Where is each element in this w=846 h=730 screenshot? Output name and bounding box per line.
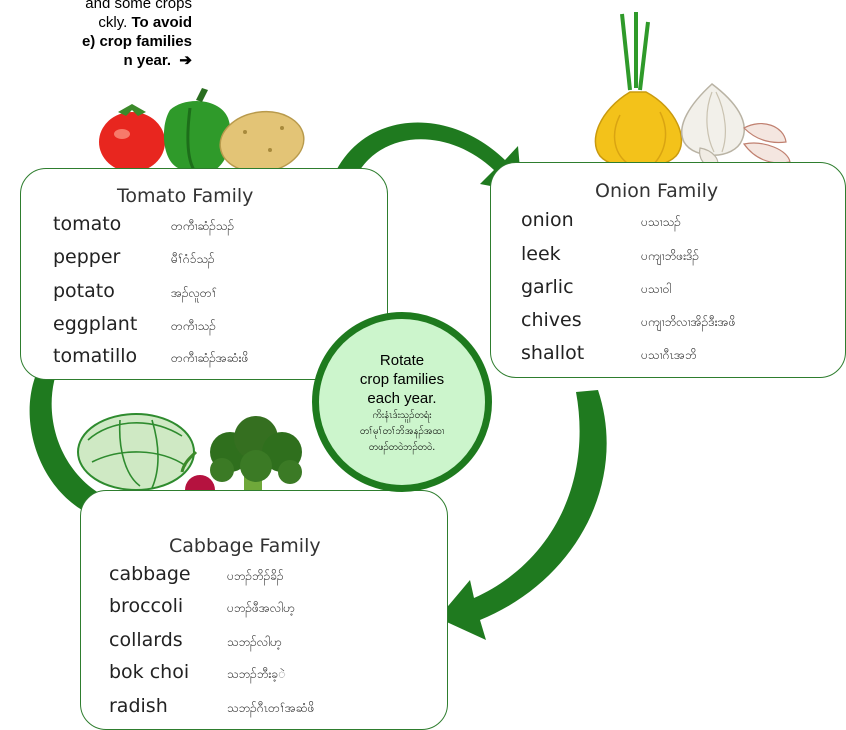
top-note-line2-plain: ckly. [98,14,131,31]
item-karen: ပဘၣ်ဘိၣ်ခိၣ် [227,568,284,586]
item-karen: မီၢ်ဂံၥ်သၣ် [171,251,215,269]
onion-family-title: Onion Family [595,180,718,202]
item-english: radish [109,695,168,717]
item-karen: တကီၢသၣ် [171,318,216,336]
item-karen: တကီၢဆံၣ်သၣ် [171,218,234,236]
item-english: chives [521,309,582,331]
item-english: garlic [521,276,574,298]
item-karen: တကီၢဆံၣ်အဆံးဖိ [171,350,248,368]
potato-icon [216,106,308,177]
center-line1: Rotate [319,351,485,370]
center-line3: each year. [319,389,485,408]
center-karen-line2: တၢ်မုၢ်တၢ်ဘိအနၣ်အထၢ [319,424,485,440]
item-karen: ပသၢဝါ [641,281,671,299]
center-karen-line3: တဖၣ်တဝဲဘၣ်တဝဲ. [319,440,485,456]
top-note-line2: ckly. To avoid [0,13,192,32]
onion-icon [595,12,681,168]
item-english: bok choi [109,661,189,683]
item-karen: ပသၢသၣ် [641,214,681,232]
top-note-line1: and some crops [0,0,192,13]
item-karen: ပကျၢဘိလၢအိၣ်ဒီးအဖိ [641,314,736,332]
item-karen: သဘၣ်ဂီၤတၢ်အဆံဖိ [227,700,314,718]
center-line2: crop families [319,370,485,389]
item-karen: အၣ်လူတၢ် [171,285,217,303]
item-english: potato [53,280,115,302]
item-english: collards [109,629,183,651]
item-karen: ပသၢဂီၤအဘိ [641,347,697,365]
item-english: pepper [53,246,120,268]
top-note: and some crops ckly. To avoid e) crop fa… [0,0,192,70]
top-note-line3-bold: e) crop families [82,33,192,50]
tomato-icon [99,104,165,172]
rotate-center-circle: Rotate crop families each year. ကိးနံၤဒ်… [312,312,492,492]
cabbage-family-card: Cabbage Family cabbage ပဘၣ်ဘိၣ်ခိၣ် brocc… [80,490,448,730]
item-english: tomatillo [53,345,137,367]
item-karen: သဘၣ်လါဟ့ [227,634,282,652]
green-pepper-icon [164,88,231,174]
cabbage-icon [78,414,194,490]
item-karen: သဘၣ်ဘီးခ့ဲ [227,666,286,684]
item-english: shallot [521,342,584,364]
top-note-line4-bold: n year. [124,52,172,69]
item-karen: ပဘၣ်ဖီအလါဟ့ [227,600,295,618]
garlic-icon [682,84,790,168]
top-note-line4: n year. ➔ [0,51,192,70]
item-karen: ပကျၢဘိဖးဒိၣ် [641,248,699,266]
center-karen-line1: ကိးနံၤဒ်းသူၣ်တရံး [319,408,485,424]
cabbage-family-title: Cabbage Family [169,535,321,557]
right-arrow-icon: ➔ [179,52,192,69]
item-english: leek [521,243,561,265]
item-english: broccoli [109,595,183,617]
tomato-family-title: Tomato Family [117,185,253,207]
item-english: cabbage [109,563,191,585]
top-note-line2-bold: To avoid [131,14,192,31]
item-english: eggplant [53,313,137,335]
item-english: onion [521,209,574,231]
onion-family-card: Onion Family onion ပသၢသၣ် leek ပကျၢဘိဖးဒိၣ… [490,162,846,378]
item-english: tomato [53,213,121,235]
top-note-line3: e) crop families [0,32,192,51]
